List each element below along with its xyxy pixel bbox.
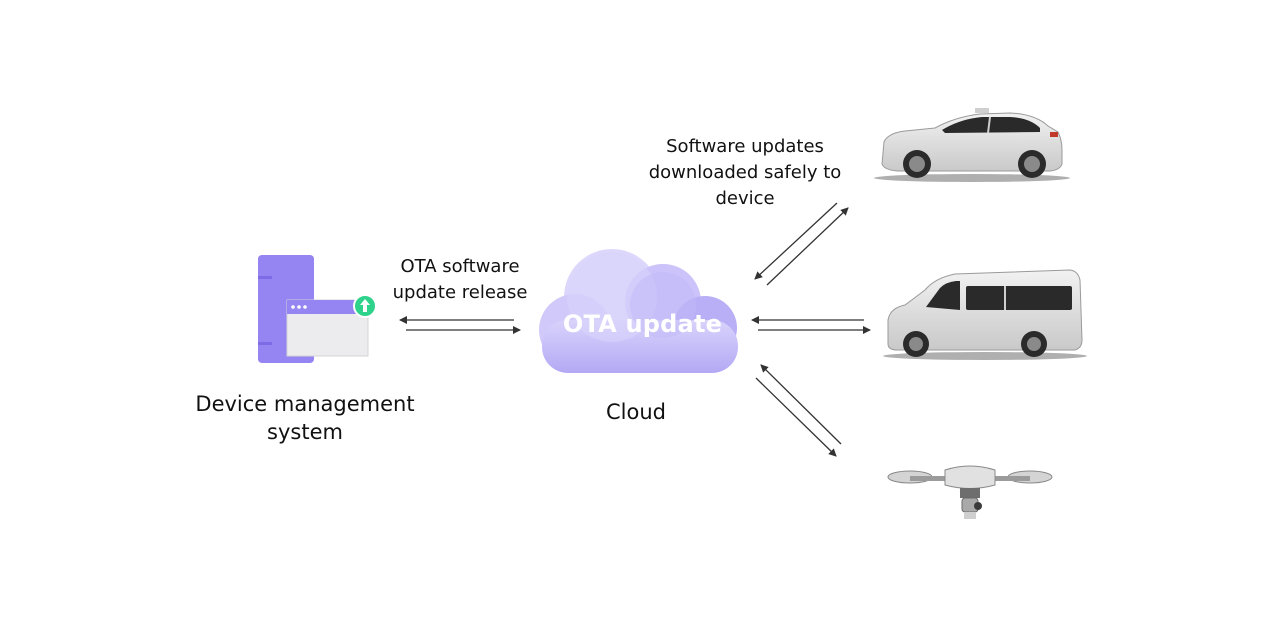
arrows-drone [755, 364, 842, 457]
cloud-icon [539, 249, 738, 373]
arrows-release [399, 316, 521, 334]
arrows-suv [754, 202, 849, 286]
upload-badge-icon [353, 294, 377, 318]
cloud-inner-label: OTA update [562, 310, 723, 338]
drone-icon [887, 465, 1053, 519]
device-management-label: Device management system [195, 392, 415, 445]
release-link-label: OTA software update release [392, 256, 528, 304]
van-icon [883, 269, 1087, 360]
suv-icon [874, 108, 1070, 182]
server-icon [258, 255, 377, 363]
cloud-caption: Cloud [606, 400, 666, 424]
download-link-label: Software updates downloaded safely to de… [648, 136, 842, 210]
arrows-van [751, 316, 871, 334]
